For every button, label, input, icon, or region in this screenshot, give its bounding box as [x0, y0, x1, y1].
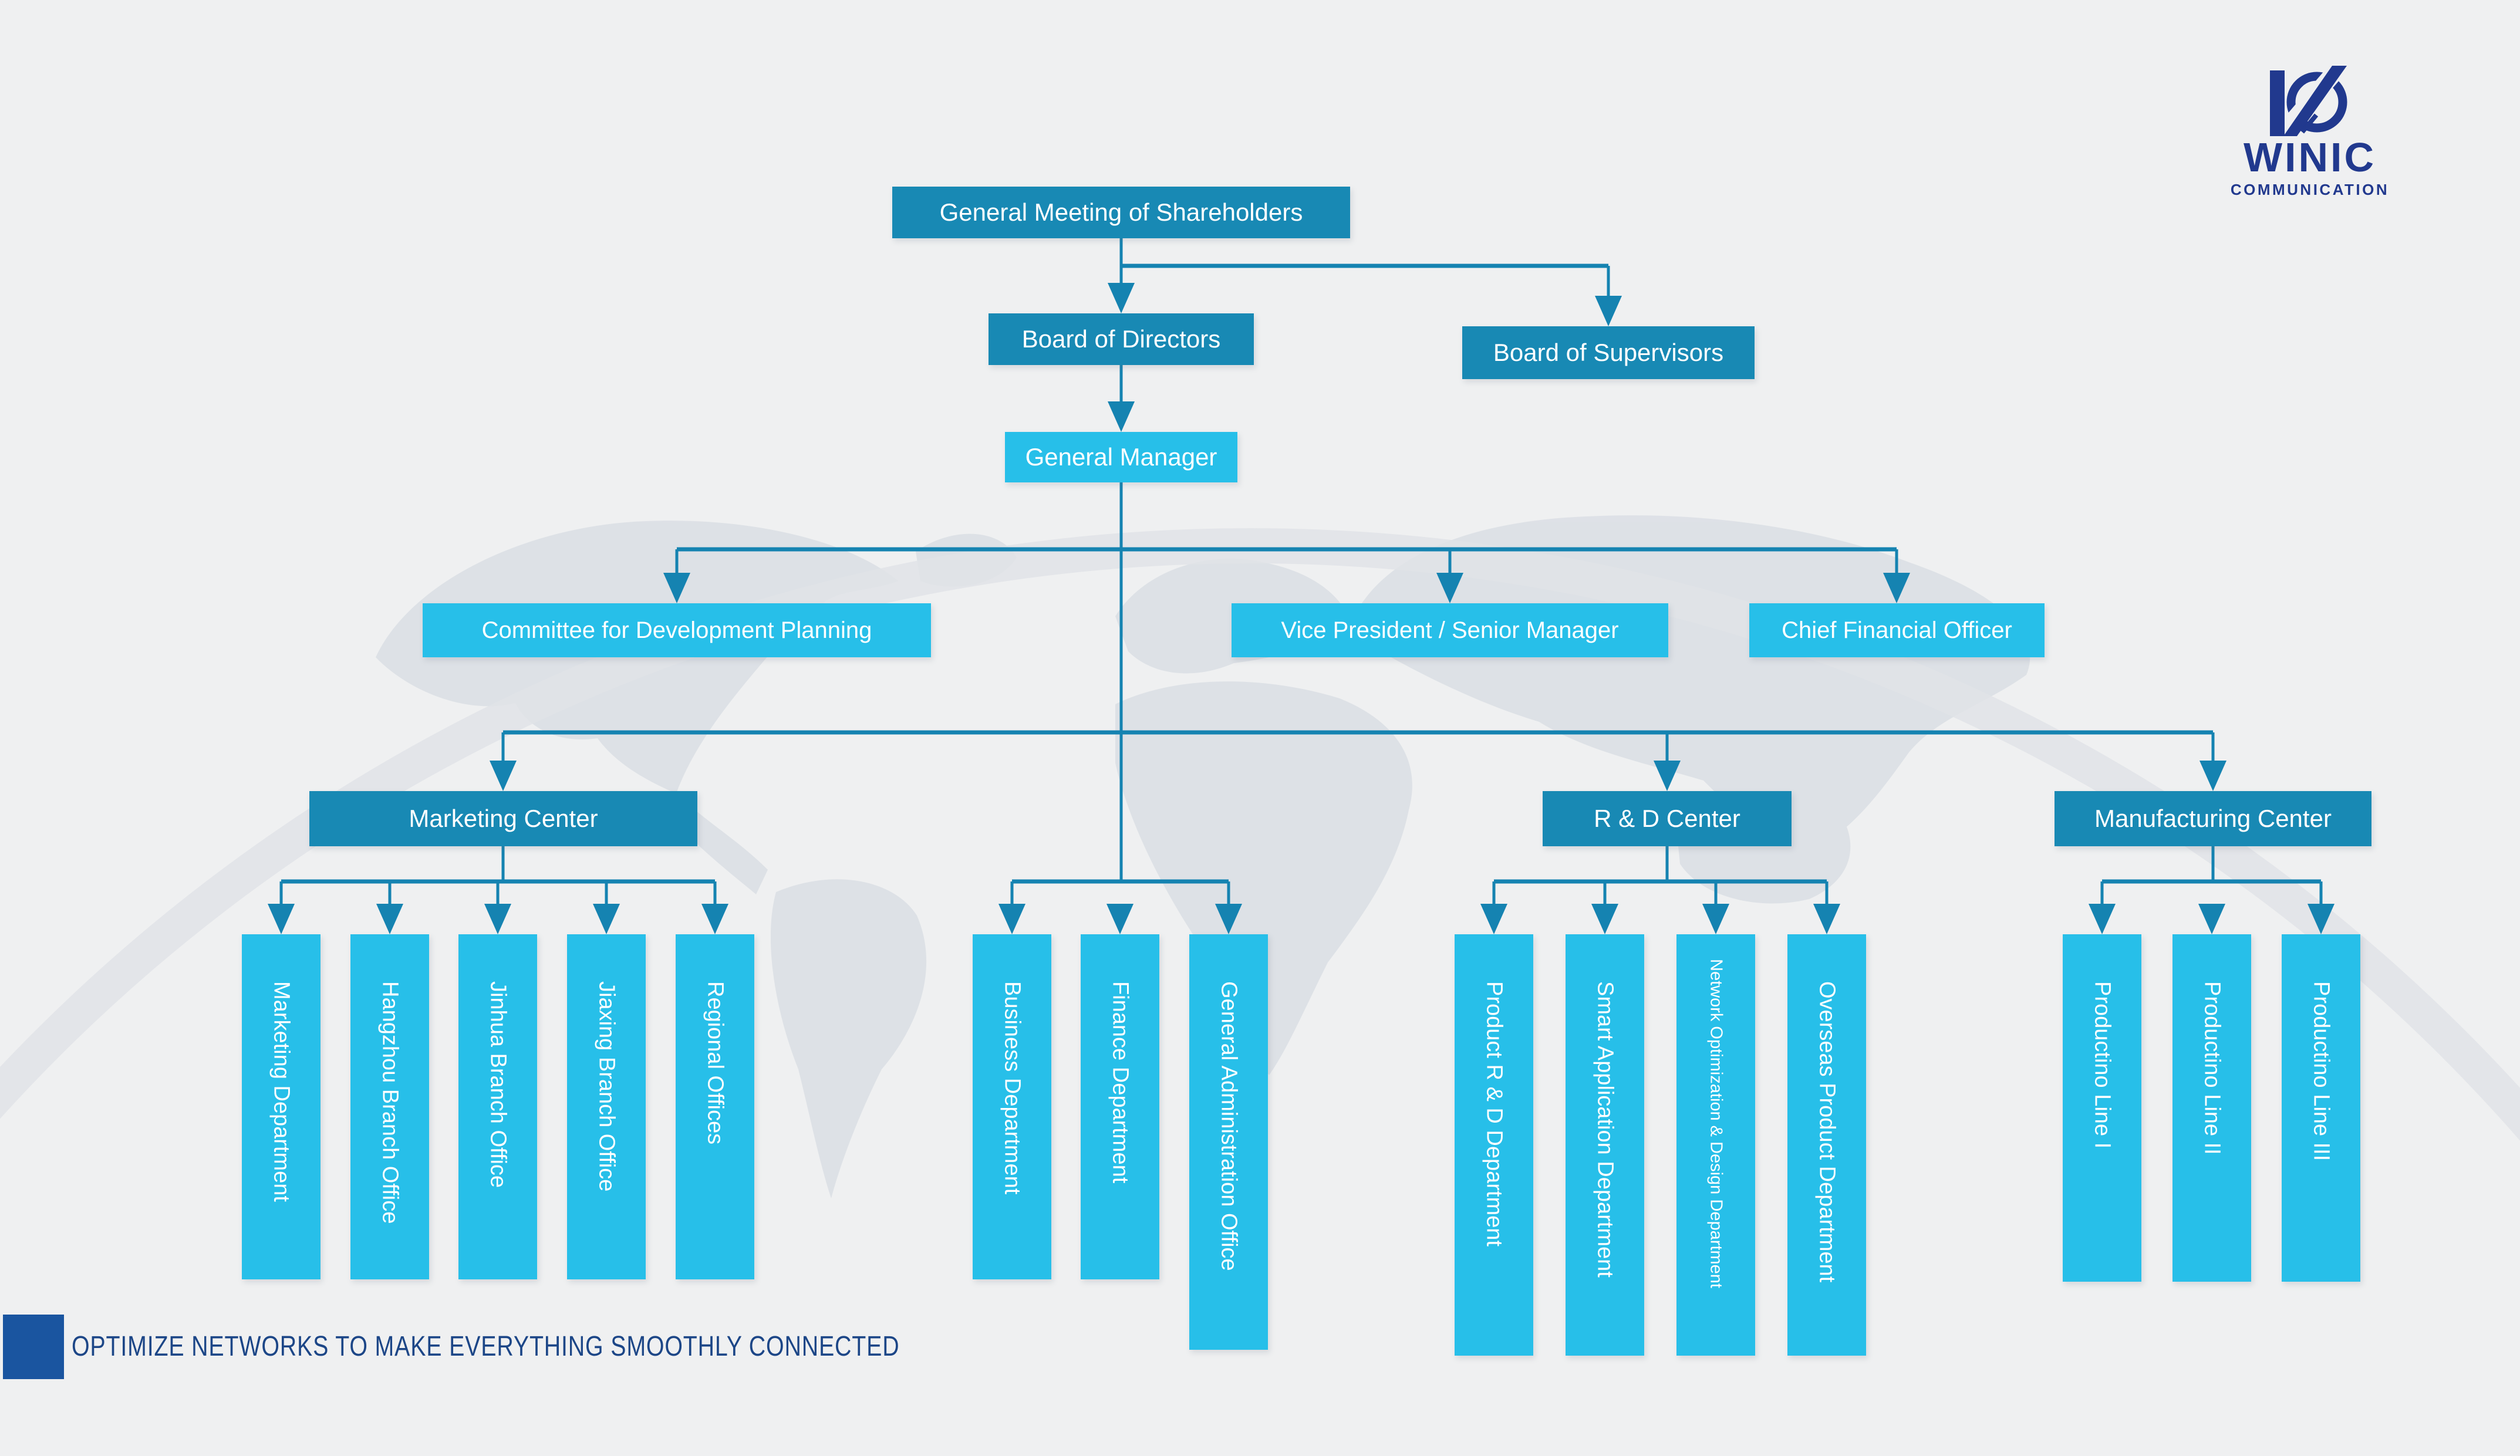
node-marketing-department: Marketing Department	[242, 934, 321, 1279]
logo-subtitle-text: COMMUNICATION	[2230, 180, 2390, 198]
node-overseas-product-department: Overseas Product Department	[1787, 934, 1866, 1356]
footer-accent-square	[3, 1315, 64, 1379]
logo-brand-text: WINIC	[2243, 134, 2377, 180]
node-vice-president-senior-manager: Vice President / Senior Manager	[1232, 603, 1668, 657]
company-logo: WINIC COMMUNICATION	[2213, 66, 2407, 199]
node-network-optimization-design-department: Network Optimization & Design Department	[1676, 934, 1755, 1356]
node-marketing-center: Marketing Center	[309, 791, 697, 846]
node-smart-application-department: Smart Application Department	[1566, 934, 1644, 1356]
node-committee-for-development-planning: Committee for Development Planning	[423, 603, 931, 657]
footer-tagline: OPTIMIZE NETWORKS TO MAKE EVERYTHING SMO…	[72, 1331, 900, 1362]
node-manufacturing-center: Manufacturing Center	[2055, 791, 2371, 846]
node-chief-financial-officer: Chief Financial Officer	[1749, 603, 2045, 657]
node-productino-line-1: Productino Line I	[2063, 934, 2141, 1282]
node-product-rd-department: Product R & D Department	[1455, 934, 1533, 1356]
node-jinhua-branch-office: Jinhua Branch Office	[458, 934, 537, 1279]
node-productino-line-3: Productino Line III	[2282, 934, 2360, 1282]
node-regional-offices: Regional Offices	[676, 934, 754, 1279]
node-jiaxing-branch-office: Jiaxing Branch Office	[567, 934, 646, 1279]
node-general-manager: General Manager	[1005, 432, 1237, 482]
node-hangzhou-branch-office: Hangzhou Branch Office	[350, 934, 429, 1279]
node-finance-department: Finance Department	[1081, 934, 1159, 1279]
node-board-of-supervisors: Board of Supervisors	[1462, 326, 1755, 379]
logo-mark-icon	[2270, 66, 2351, 136]
node-rd-center: R & D Center	[1543, 791, 1792, 846]
node-general-administration-office: General Administration Office	[1189, 934, 1268, 1350]
node-productino-line-2: Productino Line II	[2172, 934, 2251, 1282]
node-general-meeting-of-shareholders: General Meeting of Shareholders	[892, 187, 1350, 238]
node-business-department: Business Department	[973, 934, 1051, 1279]
node-board-of-directors: Board of Directors	[989, 313, 1254, 365]
